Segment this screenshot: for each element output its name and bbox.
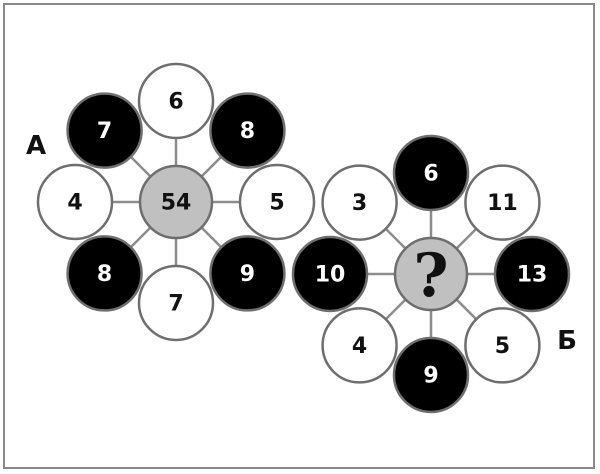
flower-b-petal: 3 bbox=[321, 164, 398, 241]
flower-a-petals: 6 8 5 9 7 8 4 7 bbox=[36, 62, 316, 342]
petal-number: 7 bbox=[168, 292, 183, 317]
petal-number: 9 bbox=[423, 364, 438, 389]
flower-b-label: Б bbox=[557, 326, 577, 356]
petal-number: 6 bbox=[168, 90, 183, 115]
flower-b-center-question-mark: ? bbox=[413, 241, 448, 311]
petal-number: 8 bbox=[240, 119, 255, 144]
petal-number: 7 bbox=[97, 119, 112, 144]
flower-a-petal: 8 bbox=[66, 235, 143, 312]
petal-number: 9 bbox=[240, 262, 255, 287]
flower-a-petal: 7 bbox=[137, 264, 215, 342]
flower-a-petal: 4 bbox=[36, 163, 114, 241]
flower-a-petal: 9 bbox=[209, 235, 286, 312]
flower-a-petal: 6 bbox=[137, 62, 215, 140]
petal-circle bbox=[321, 307, 398, 384]
petal-circle bbox=[66, 235, 143, 312]
petal-number: 5 bbox=[269, 191, 284, 216]
petal-circle bbox=[464, 307, 541, 384]
flower-b-petal: 4 bbox=[321, 307, 398, 384]
petal-circle bbox=[392, 336, 470, 414]
petal-number: 5 bbox=[495, 334, 510, 359]
flower-a-label: А bbox=[26, 131, 46, 161]
flower-b-petals: 6 11 13 5 9 4 10 3 bbox=[291, 134, 571, 414]
flower-a-center-value: 54 bbox=[161, 191, 192, 216]
petal-circle bbox=[209, 92, 286, 169]
petal-circle bbox=[238, 163, 316, 241]
flower-b-petal: 10 bbox=[291, 235, 369, 313]
petal-number: 10 bbox=[315, 263, 346, 288]
petal-number: 8 bbox=[97, 262, 112, 287]
petal-circle bbox=[291, 235, 369, 313]
petal-circle bbox=[137, 264, 215, 342]
flower-b: 6 11 13 5 9 4 10 3 ? Б bbox=[291, 134, 577, 414]
petal-circle bbox=[493, 235, 571, 313]
petal-circle bbox=[66, 92, 143, 169]
flower-b-petal: 11 bbox=[464, 164, 541, 241]
flower-b-petal: 13 bbox=[493, 235, 571, 313]
petal-number: 13 bbox=[517, 263, 548, 288]
petal-circle bbox=[464, 164, 541, 241]
flower-a-petal: 5 bbox=[238, 163, 316, 241]
flower-b-petal: 6 bbox=[392, 134, 470, 212]
petal-number: 4 bbox=[352, 334, 367, 359]
petal-circle bbox=[321, 164, 398, 241]
flower-a: 6 8 5 9 7 8 4 7 54 А bbox=[26, 62, 316, 342]
petal-number: 11 bbox=[487, 191, 518, 216]
petal-number: 6 bbox=[423, 162, 438, 187]
petal-number: 3 bbox=[352, 191, 367, 216]
flower-b-petal: 9 bbox=[392, 336, 470, 414]
petal-circle bbox=[137, 62, 215, 140]
petal-circle bbox=[209, 235, 286, 312]
petal-circle bbox=[392, 134, 470, 212]
flower-a-center-circle bbox=[138, 164, 214, 240]
flower-a-petal: 8 bbox=[209, 92, 286, 169]
petal-circle bbox=[36, 163, 114, 241]
flower-b-center: ? bbox=[393, 236, 469, 312]
petal-number: 4 bbox=[67, 191, 82, 216]
flower-b-center-circle bbox=[393, 236, 469, 312]
flower-b-petal: 5 bbox=[464, 307, 541, 384]
flower-a-petal: 7 bbox=[66, 92, 143, 169]
flower-a-center: 54 bbox=[138, 164, 214, 240]
